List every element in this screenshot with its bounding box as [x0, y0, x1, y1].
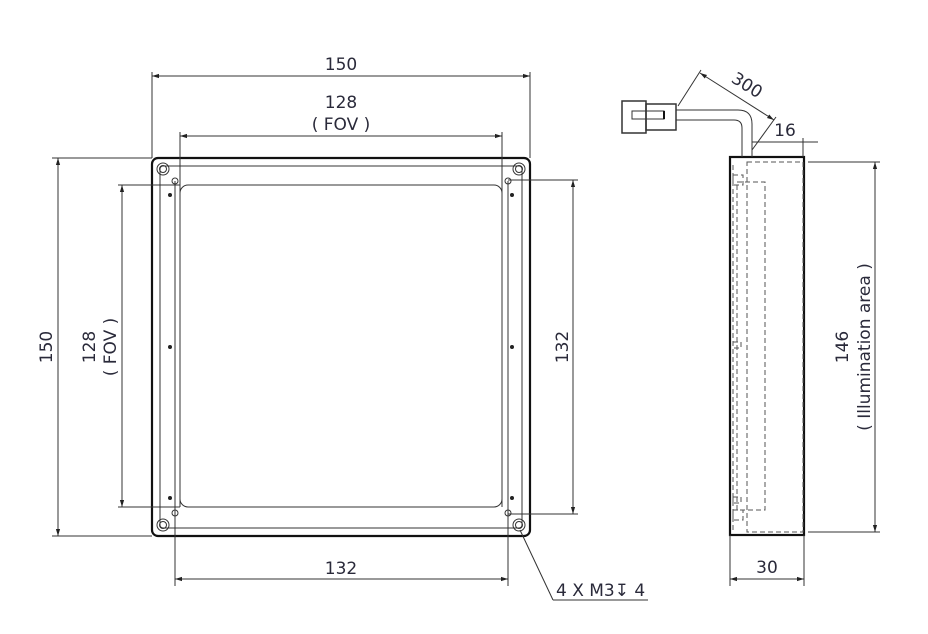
hidden-screws	[732, 174, 744, 521]
cable	[676, 109, 753, 157]
dim-fov-height: 128 ( FOV )	[80, 184, 180, 508]
svg-text:16: 16	[774, 121, 796, 141]
svg-text:( Illumination area ): ( Illumination area )	[855, 263, 875, 431]
dim-overall-height: 150	[37, 157, 152, 537]
svg-text:132: 132	[553, 331, 573, 363]
dim-cable-offset: 16	[752, 121, 818, 157]
svg-text:300: 300	[728, 69, 766, 103]
dim-fov-width: 128 ( FOV )	[179, 93, 503, 185]
dim-cable-length: 300	[677, 69, 777, 151]
fov-window	[179, 184, 503, 508]
svg-text:30: 30	[756, 558, 778, 578]
svg-text:150: 150	[37, 331, 57, 363]
front-view: 150 128 ( FOV ) 150 128 ( FOV )	[37, 55, 648, 601]
mounting-holes	[156, 162, 526, 532]
svg-text:132: 132	[325, 559, 357, 579]
outer-frame	[150, 156, 532, 538]
dim-hole-pitch-vertical: 132	[508, 179, 578, 515]
dim-hole-pitch-horizontal: 132	[174, 181, 509, 586]
svg-text:( FOV ): ( FOV )	[101, 318, 121, 377]
svg-text:128: 128	[325, 93, 357, 113]
side-view: 300 16 146 ( Illumination area ) 30	[621, 69, 880, 586]
svg-text:( FOV ): ( FOV )	[312, 115, 371, 135]
svg-text:128: 128	[80, 331, 100, 363]
connector	[621, 100, 677, 134]
hidden-illumination-outline	[746, 161, 804, 533]
svg-text:150: 150	[325, 55, 357, 75]
side-housing	[728, 155, 806, 537]
mounting-callout: 4 X M3↧ 4	[519, 529, 648, 601]
svg-text:146: 146	[833, 331, 853, 363]
svg-text:4 X M3↧ 4: 4 X M3↧ 4	[556, 581, 645, 601]
dim-depth: 30	[729, 535, 805, 586]
inner-frame	[159, 165, 523, 529]
dim-overall-width: 150	[151, 55, 531, 158]
dim-illumination-height: 146 ( Illumination area )	[808, 161, 880, 533]
